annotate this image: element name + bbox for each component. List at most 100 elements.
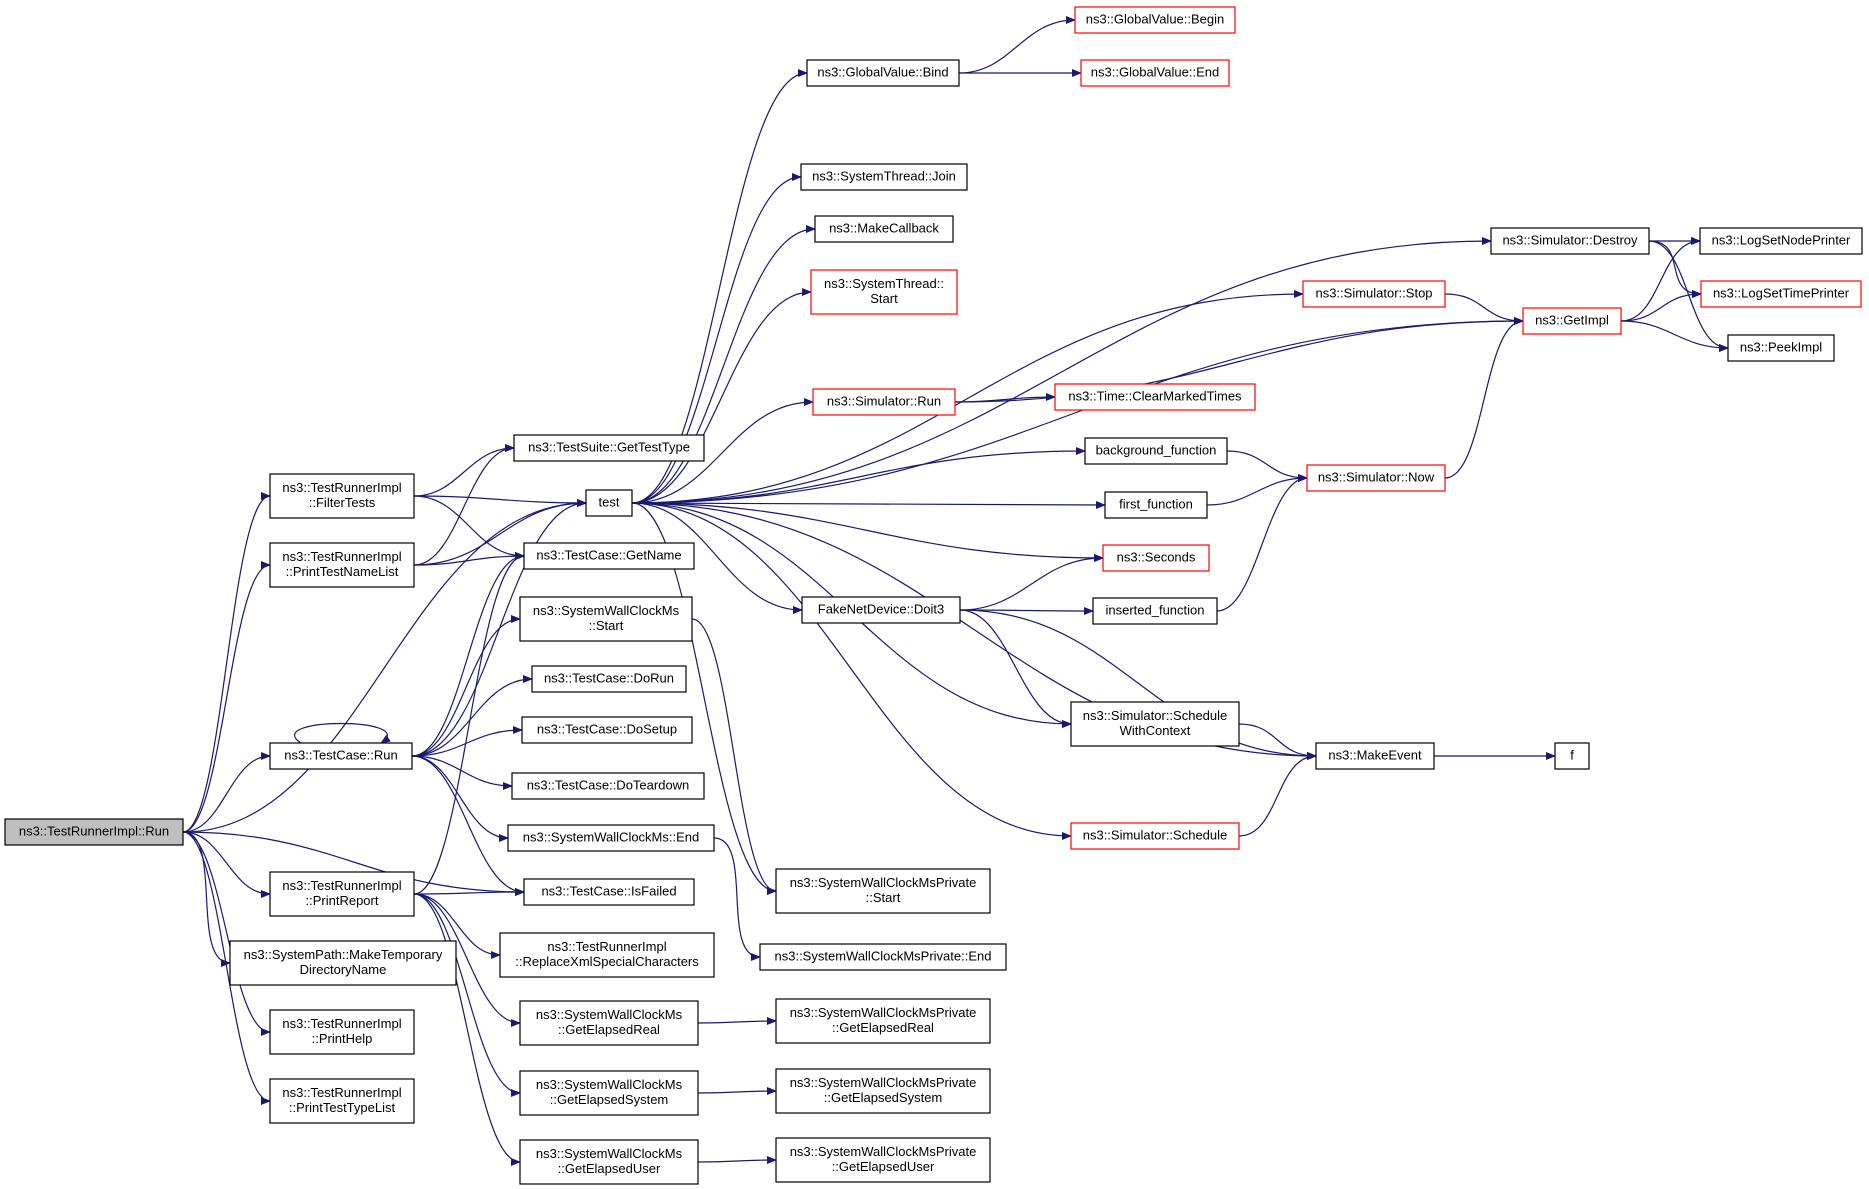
node-st-start[interactable]: ns3::SystemThread::Start bbox=[810, 269, 958, 315]
node-swcp-get-system[interactable]: ns3::SystemWallClockMsPrivate::GetElapse… bbox=[775, 1068, 991, 1114]
node-box bbox=[814, 215, 954, 243]
edge-tc-run-to-is-failed bbox=[411, 755, 525, 896]
node-label: ns3::MakeEvent bbox=[1328, 747, 1422, 762]
node-box bbox=[1074, 6, 1236, 34]
node-bg-func[interactable]: background_function bbox=[1084, 437, 1228, 465]
node-print-test-type-list[interactable]: ns3::TestRunnerImpl::PrintTestTypeList bbox=[269, 1078, 415, 1124]
node-box bbox=[4, 818, 184, 846]
node-box bbox=[519, 1000, 699, 1046]
edge-tc-run-to-do-run bbox=[411, 675, 533, 757]
node-log-time[interactable]: ns3::LogSetTimePrinter bbox=[1700, 280, 1862, 308]
node-box bbox=[1522, 307, 1622, 335]
node-swc-get-real[interactable]: ns3::SystemWallClockMs::GetElapsedReal bbox=[519, 1000, 699, 1046]
node-swcp-start[interactable]: ns3::SystemWallClockMsPrivate::Start bbox=[775, 868, 991, 914]
node-label: inserted_function bbox=[1105, 602, 1204, 617]
node-log-node[interactable]: ns3::LogSetNodePrinter bbox=[1699, 227, 1863, 255]
node-label: ns3::LogSetNodePrinter bbox=[1712, 232, 1851, 247]
node-swcp-get-user[interactable]: ns3::SystemWallClockMsPrivate::GetElapse… bbox=[775, 1137, 991, 1183]
node-make-callback[interactable]: ns3::MakeCallback bbox=[814, 215, 954, 243]
node-box bbox=[1554, 742, 1590, 770]
edge-print-report-to-replace-xml bbox=[413, 893, 501, 959]
node-box bbox=[801, 596, 961, 624]
node-root[interactable]: ns3::TestRunnerImpl::Run bbox=[4, 818, 184, 846]
edge-get-impl-to-log-time bbox=[1620, 290, 1702, 322]
node-do-setup[interactable]: ns3::TestCase::DoSetup bbox=[521, 716, 693, 744]
node-box bbox=[806, 59, 960, 87]
node-box bbox=[511, 772, 705, 800]
edge-sim-schedule-to-make-event bbox=[1238, 752, 1317, 837]
node-swc-get-user[interactable]: ns3::SystemWallClockMs::GetElapsedUser bbox=[519, 1139, 699, 1185]
node-get-test-type[interactable]: ns3::TestSuite::GetTestType bbox=[513, 434, 705, 462]
edge-swc-start-to-swcp-start bbox=[691, 618, 777, 895]
edge-print-report-to-swc-get-user bbox=[413, 893, 521, 1166]
edge-test-to-st-join bbox=[631, 173, 802, 504]
node-box bbox=[531, 665, 687, 693]
node-print-help[interactable]: ns3::TestRunnerImpl::PrintHelp bbox=[269, 1009, 415, 1055]
node-box bbox=[269, 871, 415, 917]
node-box bbox=[1070, 822, 1240, 850]
node-swc-start[interactable]: ns3::SystemWallClockMs::Start bbox=[519, 596, 693, 642]
node-first-func[interactable]: first_function bbox=[1104, 491, 1208, 519]
edge-test-to-swcp-start bbox=[631, 502, 777, 895]
node-label: ns3::Simulator::Run bbox=[827, 393, 941, 408]
edge-first-func-to-sim-now bbox=[1206, 474, 1308, 506]
node-doit3[interactable]: FakeNetDevice::Doit3 bbox=[801, 596, 961, 624]
node-label: ns3::TestCase::GetName bbox=[536, 547, 681, 562]
node-swcp-end[interactable]: ns3::SystemWallClockMsPrivate::End bbox=[759, 943, 1007, 971]
node-print-test-name-list[interactable]: ns3::TestRunnerImpl::PrintTestNameList bbox=[269, 542, 415, 588]
node-box bbox=[1302, 280, 1446, 308]
node-box bbox=[523, 542, 695, 570]
node-filter-tests[interactable]: ns3::TestRunnerImpl::FilterTests bbox=[269, 473, 415, 519]
node-label: ns3::SystemPath::MakeTemporary bbox=[244, 947, 443, 962]
node-box bbox=[499, 932, 715, 978]
node-gv-bind[interactable]: ns3::GlobalValue::Bind bbox=[806, 59, 960, 87]
node-box bbox=[1306, 464, 1446, 492]
node-replace-xml[interactable]: ns3::TestRunnerImpl::ReplaceXmlSpecialCh… bbox=[499, 932, 715, 978]
node-st-join[interactable]: ns3::SystemThread::Join bbox=[800, 163, 968, 191]
edge-filter-tests-to-get-name bbox=[413, 495, 525, 560]
node-is-failed[interactable]: ns3::TestCase::IsFailed bbox=[523, 878, 695, 906]
node-sim-stop[interactable]: ns3::Simulator::Stop bbox=[1302, 280, 1446, 308]
edge-root-to-print-help bbox=[182, 831, 271, 1036]
node-sim-run[interactable]: ns3::Simulator::Run bbox=[812, 388, 956, 416]
node-box bbox=[812, 388, 956, 416]
node-get-impl[interactable]: ns3::GetImpl bbox=[1522, 307, 1622, 335]
node-box bbox=[1315, 742, 1435, 770]
node-do-teardown[interactable]: ns3::TestCase::DoTeardown bbox=[511, 772, 705, 800]
node-label: ns3::SystemWallClockMs::End bbox=[523, 829, 700, 844]
node-f[interactable]: f bbox=[1554, 742, 1590, 770]
edge-test-to-sim-destroy bbox=[631, 237, 1492, 504]
node-inserted-func[interactable]: inserted_function bbox=[1092, 597, 1218, 625]
node-do-run[interactable]: ns3::TestCase::DoRun bbox=[531, 665, 687, 693]
node-gv-end[interactable]: ns3::GlobalValue::End bbox=[1080, 59, 1230, 87]
node-sim-destroy[interactable]: ns3::Simulator::Destroy bbox=[1490, 227, 1650, 255]
node-label: ns3::TestRunnerImpl bbox=[282, 1085, 401, 1100]
node-sim-schedule[interactable]: ns3::Simulator::Schedule bbox=[1070, 822, 1240, 850]
node-label: ns3::TestRunnerImpl bbox=[282, 549, 401, 564]
node-label: ::GetElapsedSystem bbox=[824, 1090, 943, 1105]
node-label: ns3::TestRunnerImpl::Run bbox=[19, 823, 169, 838]
node-label: ::Start bbox=[589, 618, 624, 633]
node-make-event[interactable]: ns3::MakeEvent bbox=[1315, 742, 1435, 770]
node-peek-impl[interactable]: ns3::PeekImpl bbox=[1727, 334, 1835, 362]
node-label: ns3::TestRunnerImpl bbox=[547, 939, 666, 954]
node-print-report[interactable]: ns3::TestRunnerImpl::PrintReport bbox=[269, 871, 415, 917]
node-swc-end[interactable]: ns3::SystemWallClockMs::End bbox=[507, 824, 715, 852]
edge-test-to-make-callback bbox=[631, 225, 816, 504]
node-label: f bbox=[1570, 747, 1574, 762]
node-test[interactable]: test bbox=[585, 489, 633, 517]
node-tc-run[interactable]: ns3::TestCase::Run bbox=[269, 742, 413, 770]
node-get-name[interactable]: ns3::TestCase::GetName bbox=[523, 542, 695, 570]
node-label: ::GetElapsedSystem bbox=[550, 1092, 669, 1107]
node-clear-marked[interactable]: ns3::Time::ClearMarkedTimes bbox=[1054, 383, 1256, 411]
node-box bbox=[1104, 491, 1208, 519]
node-label: DirectoryName bbox=[300, 962, 387, 977]
node-gv-begin[interactable]: ns3::GlobalValue::Begin bbox=[1074, 6, 1236, 34]
node-seconds[interactable]: ns3::Seconds bbox=[1102, 544, 1210, 572]
edge-print-report-to-swc-get-system bbox=[413, 893, 521, 1097]
node-swcp-get-real[interactable]: ns3::SystemWallClockMsPrivate::GetElapse… bbox=[775, 998, 991, 1044]
node-sim-now[interactable]: ns3::Simulator::Now bbox=[1306, 464, 1446, 492]
node-make-temp-dir[interactable]: ns3::SystemPath::MakeTemporaryDirectoryN… bbox=[229, 940, 457, 986]
node-swc-get-system[interactable]: ns3::SystemWallClockMs::GetElapsedSystem bbox=[519, 1070, 699, 1116]
